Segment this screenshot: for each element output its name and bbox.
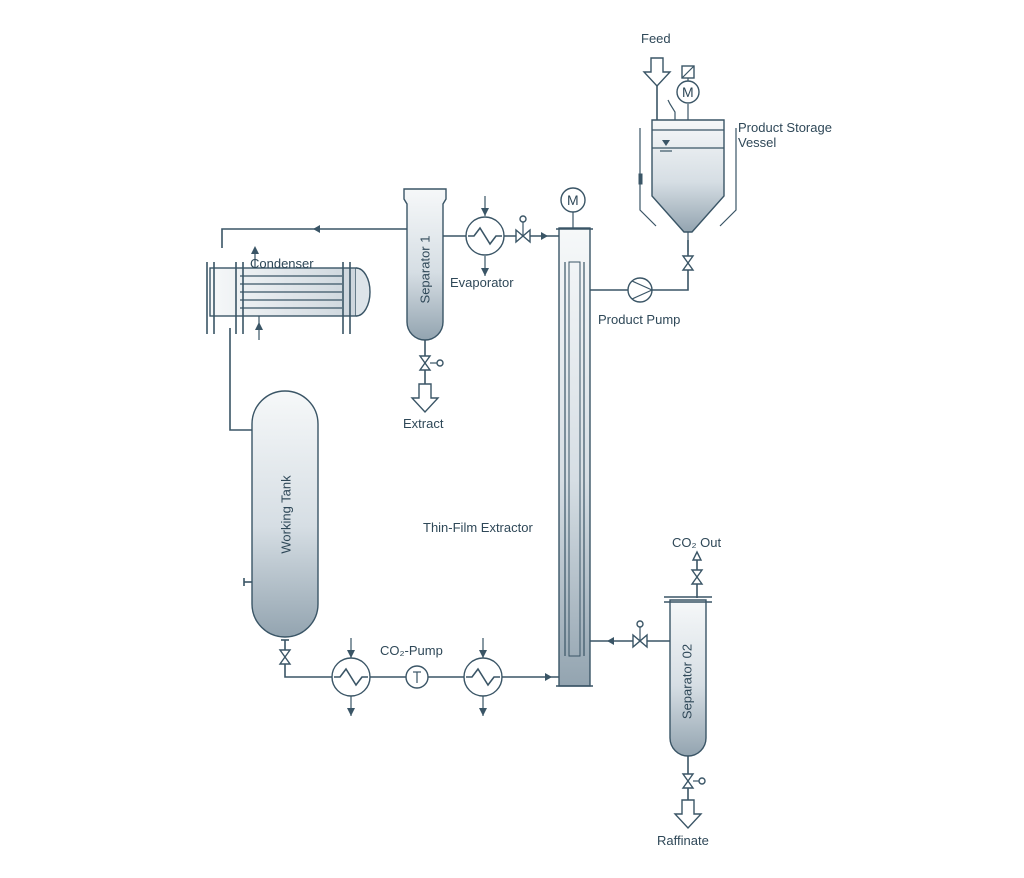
separator-1 bbox=[403, 188, 447, 341]
evaporator-label: Evaporator bbox=[450, 275, 514, 290]
co2-out-label: CO₂ Out bbox=[672, 535, 722, 550]
valve-evaporator bbox=[515, 215, 531, 244]
thin-film-extractor bbox=[556, 187, 593, 687]
extractor-motor-symbol: M bbox=[567, 192, 579, 208]
condenser bbox=[206, 246, 371, 340]
thin-film-extractor-label: Thin-Film Extractor bbox=[423, 520, 533, 535]
product-pump-label: Product Pump bbox=[598, 312, 681, 327]
lower-exchanger-1 bbox=[331, 638, 371, 716]
valve-separator-02-inlet bbox=[632, 620, 648, 649]
working-tank-label: Working Tank bbox=[278, 475, 294, 554]
extract-outlet bbox=[410, 355, 444, 414]
extract-label: Extract bbox=[403, 416, 444, 431]
co2-pump-label: CO₂-Pump bbox=[380, 643, 443, 658]
separator-02-label: Separator 02 bbox=[679, 643, 695, 720]
condenser-label: Condenser bbox=[250, 256, 314, 271]
co2-out-outlet bbox=[690, 550, 704, 585]
product-storage-vessel-label-1: Product Storage bbox=[738, 120, 832, 135]
raffinate-label: Raffinate bbox=[657, 833, 709, 848]
feed-label: Feed bbox=[641, 31, 671, 46]
co2-pump bbox=[405, 665, 429, 689]
evaporator-exchanger bbox=[465, 196, 505, 276]
separator-1-label: Separator 1 bbox=[417, 235, 433, 304]
separator-02 bbox=[664, 596, 712, 757]
raffinate-outlet bbox=[673, 773, 706, 830]
product-storage-vessel-label-2: Vessel bbox=[738, 135, 777, 150]
working-tank bbox=[243, 390, 319, 665]
storage-motor-symbol: M bbox=[682, 84, 694, 100]
product-pump bbox=[627, 277, 653, 303]
valve-storage-outlet bbox=[681, 232, 695, 271]
product-storage-vessel bbox=[638, 57, 737, 233]
lower-exchanger-2 bbox=[463, 638, 503, 716]
